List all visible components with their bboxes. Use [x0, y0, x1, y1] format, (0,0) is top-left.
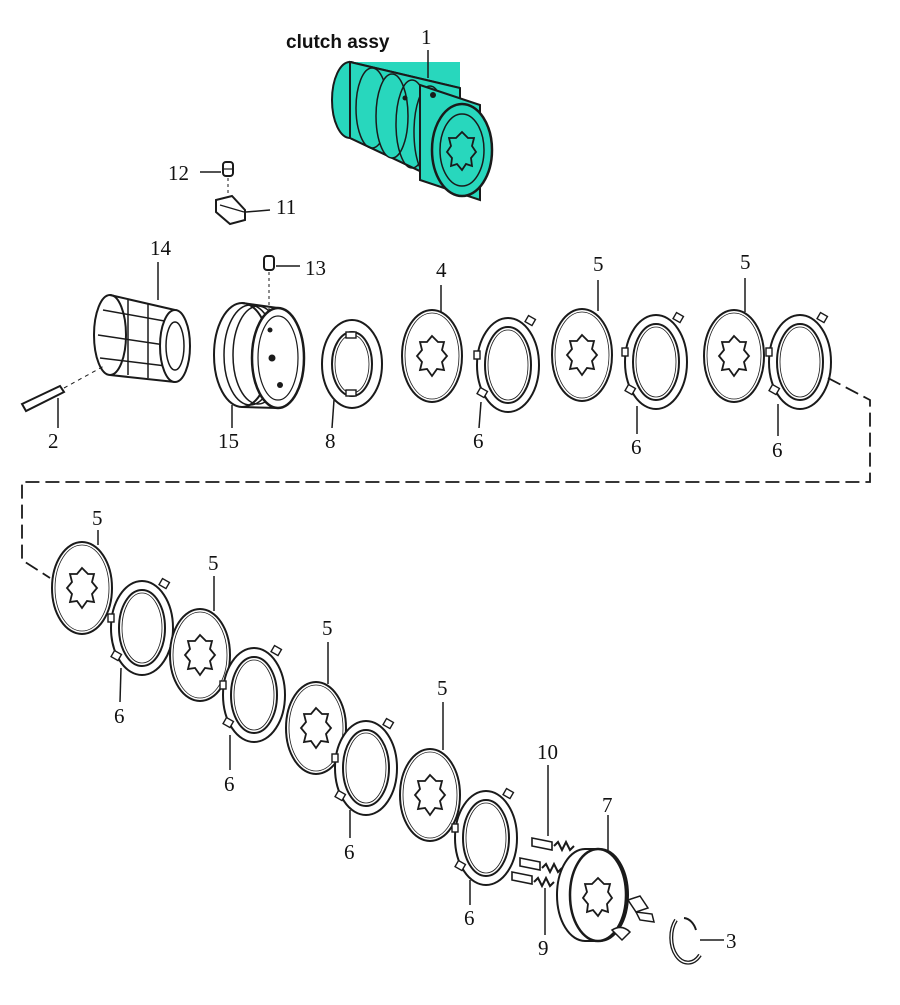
- callout-6-row2a: 6: [114, 704, 125, 728]
- callout-3: 3: [726, 929, 737, 953]
- steel-plate-6-row1a: [473, 314, 540, 413]
- callout-4: 4: [436, 258, 447, 282]
- callout-5-row2a: 5: [92, 506, 103, 530]
- callout-8: 8: [325, 429, 336, 453]
- callout-14: 14: [150, 236, 171, 260]
- steel-plate-6-row1b: [621, 311, 688, 410]
- callout-5-row2c: 5: [322, 616, 333, 640]
- thrust-washer-8: [321, 319, 383, 409]
- callout-9: 9: [538, 936, 549, 960]
- callout-5-row2d: 5: [437, 676, 448, 700]
- friction-plate-5-row1b: [703, 309, 765, 403]
- callout-5-row2b: 5: [208, 551, 219, 575]
- pin-2: [20, 365, 105, 413]
- clutch-drum-15: [213, 302, 306, 410]
- callout-5-row1a: 5: [593, 252, 604, 276]
- pins-10: [511, 837, 553, 885]
- steel-plate-6-row1c: [765, 311, 832, 410]
- callout-1: 1: [421, 25, 432, 49]
- springs-9: [533, 839, 575, 889]
- callout-6-row2c: 6: [344, 840, 355, 864]
- callout-13: 13: [305, 256, 326, 280]
- callout-6-row1a: 6: [473, 429, 484, 453]
- key-11: [215, 194, 246, 226]
- steel-plate-6-row2d: [451, 787, 518, 886]
- callout-6-row1c: 6: [772, 438, 783, 462]
- callout-7: 7: [602, 793, 613, 817]
- callout-15: 15: [218, 429, 239, 453]
- pressure-plate-7: [556, 847, 629, 943]
- friction-plate-5-row2d: [399, 748, 461, 842]
- callout-2: 2: [48, 429, 59, 453]
- callout-6-row2b: 6: [224, 772, 235, 796]
- callout-6-row2d: 6: [464, 906, 475, 930]
- spline-cage-14: [93, 294, 191, 383]
- callout-12: 12: [168, 161, 189, 185]
- steel-plate-6-row2a: [107, 577, 174, 676]
- callout-10: 10: [537, 740, 558, 764]
- title-clutch-assy: clutch assy: [286, 32, 390, 53]
- friction-plate-5-row1a: [551, 308, 613, 402]
- bolt-12: [222, 161, 234, 196]
- friction-plate-4: [401, 309, 463, 403]
- snap-ring-3: [669, 917, 702, 965]
- friction-plate-5-row2a: [51, 541, 113, 635]
- clutch-assembly: [331, 60, 494, 202]
- callout-6-row1b: 6: [631, 435, 642, 459]
- callout-11: 11: [276, 195, 297, 219]
- callout-5-row1b: 5: [740, 250, 751, 274]
